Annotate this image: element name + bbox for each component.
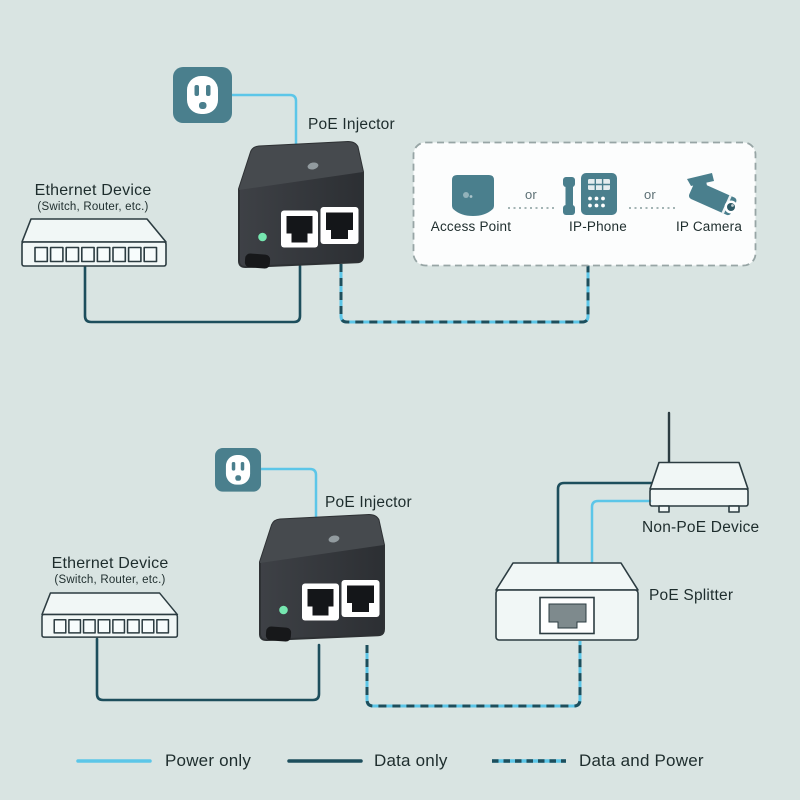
access-point-icon bbox=[452, 175, 494, 216]
ip-camera-label: IP Camera bbox=[675, 219, 743, 234]
ip-phone-label: IP-Phone bbox=[569, 219, 627, 234]
ethernet-device-sublabel-top: (Switch, Router, etc.) bbox=[37, 201, 149, 213]
poe-splitter-label: PoE Splitter bbox=[649, 587, 734, 604]
power-outlet-icon-top bbox=[173, 67, 232, 123]
cable-power-splitter bbox=[590, 499, 653, 564]
ethernet-switch-drawing-top bbox=[21, 218, 167, 267]
poe-splitter-drawing bbox=[495, 562, 639, 641]
poe-injector-label-bottom: PoE Injector bbox=[325, 494, 412, 511]
cable-data-power-top bbox=[339, 264, 590, 324]
ethernet-switch-drawing-bottom bbox=[41, 592, 179, 638]
ethernet-device-label-top: Ethernet Device bbox=[34, 182, 152, 199]
poe-injector-device-top bbox=[238, 141, 364, 270]
top-diagram bbox=[21, 67, 757, 324]
ip-camera-icon bbox=[687, 173, 738, 216]
ethernet-device-label-bottom: Ethernet Device bbox=[51, 555, 169, 572]
ip-phone-icon bbox=[563, 173, 617, 215]
power-outlet-icon-bottom bbox=[215, 448, 262, 492]
non-poe-device-drawing bbox=[649, 411, 749, 513]
non-poe-device-label: Non-PoE Device bbox=[642, 519, 760, 536]
bottom-diagram bbox=[41, 411, 749, 708]
splitter-rj45-port bbox=[539, 596, 595, 635]
cable-data-splitter bbox=[556, 481, 653, 564]
cable-data-top bbox=[83, 264, 302, 324]
poe-injector-device-bottom bbox=[259, 514, 385, 643]
cable-power-top bbox=[230, 93, 298, 148]
ethernet-device-sublabel-bottom: (Switch, Router, etc.) bbox=[54, 574, 166, 586]
cable-power-bottom bbox=[259, 467, 318, 521]
or-label-2: or bbox=[644, 187, 656, 202]
legend-data-only-label: Data only bbox=[374, 751, 448, 770]
poe-injector-label-top: PoE Injector bbox=[308, 116, 395, 133]
legend-power-only-label: Power only bbox=[165, 751, 252, 770]
access-point-label: Access Point bbox=[430, 219, 512, 234]
or-label-1: or bbox=[525, 187, 537, 202]
cable-data-power-bottom bbox=[365, 641, 582, 708]
cable-data-bottom bbox=[95, 637, 321, 702]
legend-data-and-power-label: Data and Power bbox=[579, 751, 704, 770]
